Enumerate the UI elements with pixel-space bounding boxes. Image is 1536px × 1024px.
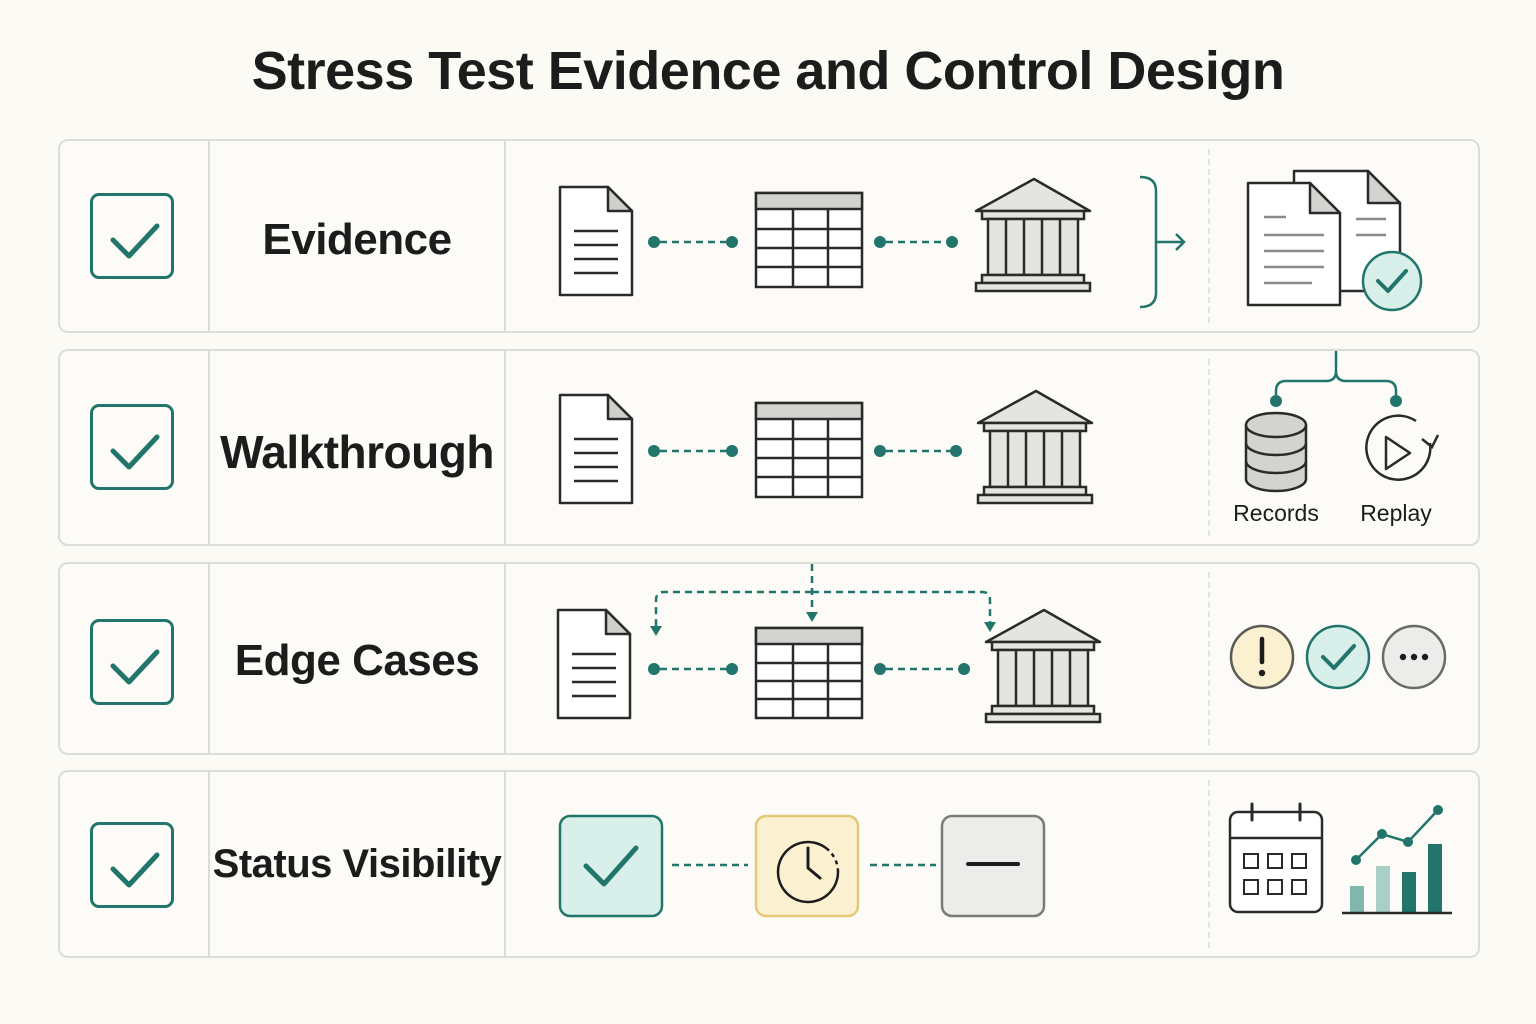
checkbox[interactable] bbox=[90, 404, 174, 490]
branch-connector bbox=[1270, 351, 1402, 407]
documents-verified-icon bbox=[1246, 169, 1423, 312]
row-evidence: Evidence bbox=[58, 139, 1480, 333]
table-icon bbox=[754, 401, 864, 499]
database-icon bbox=[1244, 411, 1308, 493]
branch-label-records: Records bbox=[1233, 500, 1319, 526]
bank-icon bbox=[976, 389, 1094, 505]
table-icon bbox=[754, 191, 864, 289]
checkbox[interactable] bbox=[90, 619, 174, 705]
connector bbox=[874, 663, 970, 675]
document-icon bbox=[556, 608, 632, 720]
checkbox[interactable] bbox=[90, 193, 174, 279]
branch-label-replay: Replay bbox=[1360, 500, 1432, 526]
warning-icon bbox=[1229, 624, 1295, 690]
row-status-visibility: Status Visibility bbox=[58, 770, 1480, 958]
document-icon bbox=[558, 393, 634, 505]
bank-icon bbox=[974, 177, 1092, 293]
table-icon bbox=[754, 626, 864, 720]
row-label: Evidence bbox=[262, 215, 452, 264]
row-label: Edge Cases bbox=[234, 636, 480, 685]
connector bbox=[874, 445, 962, 457]
check-circle-icon bbox=[1305, 624, 1371, 690]
document-icon bbox=[558, 185, 634, 297]
connector bbox=[874, 236, 958, 248]
connector bbox=[648, 445, 738, 457]
replay-icon bbox=[1365, 414, 1440, 481]
status-visibility-flow bbox=[558, 802, 1452, 918]
checkbox[interactable] bbox=[90, 822, 174, 908]
connector bbox=[648, 663, 738, 675]
row-label: Status Visibility bbox=[212, 842, 502, 886]
row-edge-cases: Edge Cases bbox=[58, 562, 1480, 755]
edge-cases-flow bbox=[556, 564, 1447, 724]
evidence-flow bbox=[558, 169, 1423, 312]
row-label: Walkthrough bbox=[220, 426, 494, 478]
dashed-arrows bbox=[654, 564, 992, 626]
bank-icon bbox=[984, 608, 1102, 724]
check-icon bbox=[558, 814, 664, 918]
walkthrough-flow bbox=[558, 351, 1440, 505]
page-title: Stress Test Evidence and Control Design bbox=[251, 41, 1285, 101]
row-walkthrough: Walkthrough bbox=[58, 349, 1480, 546]
more-icon bbox=[1381, 624, 1447, 690]
minus-icon bbox=[940, 814, 1046, 918]
bracket-arrow-icon bbox=[1139, 175, 1186, 309]
calendar-icon bbox=[1228, 802, 1324, 914]
connector bbox=[648, 236, 738, 248]
clock-icon bbox=[754, 814, 860, 918]
bar-line-chart-icon bbox=[1342, 805, 1452, 915]
